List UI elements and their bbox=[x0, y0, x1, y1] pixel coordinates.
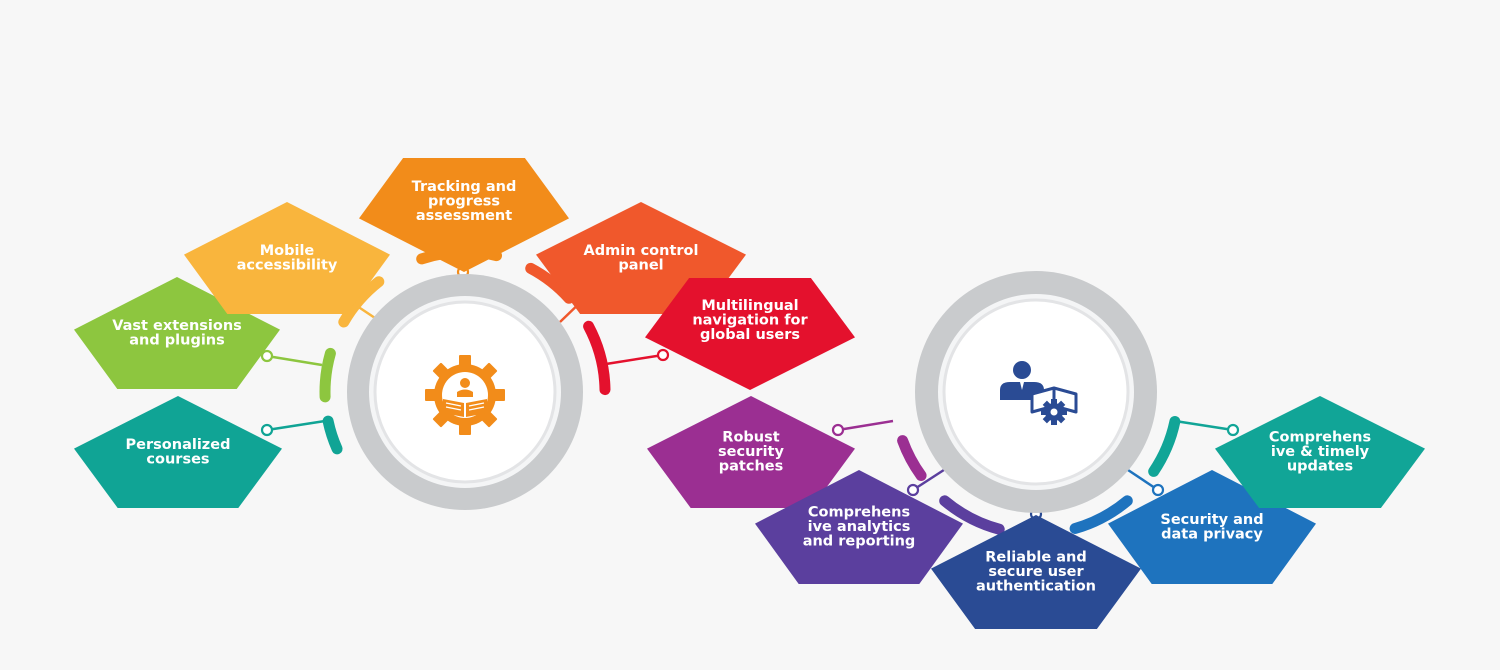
feature-pentagon bbox=[74, 396, 282, 508]
feature-label-line: Personalized bbox=[126, 437, 231, 453]
feature-label-line: Robust bbox=[722, 430, 779, 446]
feature-label-line: accessibility bbox=[237, 257, 338, 273]
left-hub-connector-1 bbox=[260, 419, 326, 437]
feature-label-line: secure user bbox=[988, 564, 1084, 580]
feature-label-line: Comprehens bbox=[808, 505, 910, 521]
left-hub bbox=[347, 274, 583, 510]
feature-label-line: security bbox=[718, 444, 784, 460]
right-hub-arc-segment-5 bbox=[1148, 416, 1181, 477]
feature-label-line: ive & timely bbox=[1271, 444, 1370, 460]
feature-pentagon bbox=[645, 278, 855, 390]
feature-label-line: and reporting bbox=[803, 534, 916, 550]
feature-pentagon bbox=[755, 470, 963, 584]
feature-label-line: patches bbox=[719, 459, 783, 475]
feature-label-line: Mobile bbox=[260, 243, 315, 259]
right-hub-connector-1 bbox=[831, 419, 894, 437]
left-hub-arc-segment-1 bbox=[322, 415, 343, 455]
feature-label-line: Multilingual bbox=[701, 298, 798, 314]
feature-pentagon bbox=[1215, 396, 1425, 508]
feature-pentagon bbox=[359, 158, 569, 272]
feature-pentagon bbox=[931, 515, 1141, 629]
feature-label-line: ive analytics bbox=[808, 519, 911, 535]
feature-label-line: courses bbox=[146, 451, 209, 467]
feature-pentagon bbox=[647, 396, 855, 508]
right-hub-connector-5 bbox=[1174, 419, 1240, 437]
user-book-gear-icon bbox=[1000, 361, 1078, 425]
right-hub-arc-segment-4 bbox=[1069, 495, 1133, 534]
right-hub-arc-segment-1 bbox=[897, 435, 927, 481]
feature-label-line: authentication bbox=[976, 579, 1096, 595]
feature-label-line: Vast extensions bbox=[112, 318, 242, 334]
feature-label-line: and plugins bbox=[129, 332, 225, 348]
feature-label-line: updates bbox=[1287, 459, 1353, 475]
feature-label-line: Reliable and bbox=[985, 550, 1086, 566]
feature-label-line: data privacy bbox=[1161, 526, 1263, 542]
left-hub-connector-6 bbox=[605, 348, 670, 366]
left-hub-arc-segment-2 bbox=[319, 347, 336, 403]
feature-label-line: assessment bbox=[416, 208, 512, 224]
feature-label-line: navigation for bbox=[692, 313, 808, 329]
feature-pentagon bbox=[184, 202, 390, 314]
right-hub bbox=[915, 271, 1157, 513]
feature-label-line: global users bbox=[700, 327, 800, 343]
feature-label-line: panel bbox=[618, 257, 663, 273]
left-hub-arc-segment-6 bbox=[583, 320, 611, 396]
feature-label-line: Admin control bbox=[584, 243, 699, 259]
left-hub-connector-2 bbox=[260, 349, 323, 367]
right-hub-arc-segment-2 bbox=[939, 495, 1005, 535]
feature-label-line: Tracking and bbox=[412, 179, 517, 195]
left-hub-arc-segment-3 bbox=[338, 276, 385, 328]
feature-label-line: Comprehens bbox=[1269, 430, 1371, 446]
feature-label-line: Security and bbox=[1160, 512, 1263, 528]
gear-book-teacher-icon bbox=[425, 355, 505, 435]
feature-label-line: progress bbox=[428, 193, 500, 209]
